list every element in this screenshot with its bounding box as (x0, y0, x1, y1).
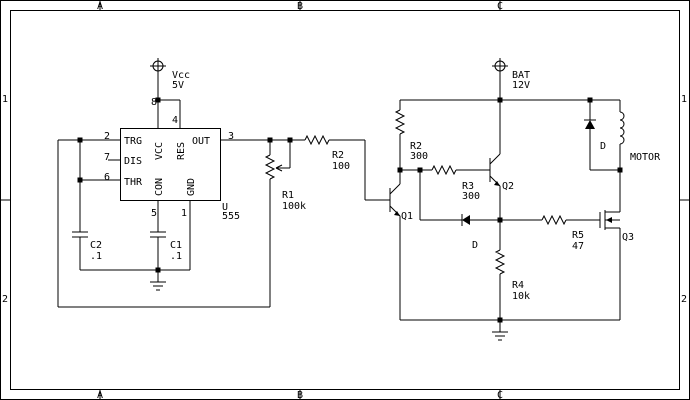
pin-number-out: 3 (228, 131, 234, 142)
pin-label-trg: TRG (124, 136, 142, 147)
column-label-top-b: B (297, 1, 303, 12)
column-label-bottom-a: A (97, 390, 103, 400)
vcc-value: 5V (172, 80, 184, 91)
r2-100-value: 100 (332, 161, 350, 172)
resistor-r3 (431, 164, 490, 176)
vcc-name: Vcc (172, 70, 190, 81)
bat-supply-symbol (492, 58, 508, 100)
pin-label-out: OUT (192, 136, 210, 147)
pin-label-con: CON (154, 178, 165, 196)
pin-label-dis: DIS (124, 156, 142, 167)
supply-rail-top (399, 97, 620, 110)
pin-number-trg: 2 (104, 131, 110, 142)
resistor-r2-300 (394, 109, 406, 170)
transistor-q1 (389, 170, 401, 320)
r1-ref: R1 (282, 190, 294, 201)
pin-number-res: 4 (172, 115, 178, 126)
pin-number-thr: 6 (104, 172, 110, 183)
r2-300-value: 300 (410, 151, 428, 162)
r4-ref: R4 (512, 280, 524, 291)
row-label-right-1: 1 (681, 94, 687, 105)
q2-ref: Q2 (502, 181, 514, 192)
pin-number-con: 5 (151, 208, 157, 219)
q1-ref: Q1 (401, 211, 413, 222)
pin-number-vcc: 8 (151, 97, 157, 108)
timer-left-wiring (57, 137, 270, 308)
pin-label-res: RES (176, 142, 187, 160)
ground-symbol-left (150, 281, 166, 291)
vcc-supply-symbol (150, 58, 181, 128)
resistor-r2-100 (304, 134, 390, 201)
r2-100-ref: R2 (332, 150, 344, 161)
pin-number-dis: 7 (104, 152, 110, 163)
motor-label: MOTOR (630, 152, 661, 163)
ground-rail-right (400, 317, 620, 341)
mosfet-q3 (599, 170, 621, 320)
c1-value: .1 (170, 251, 182, 262)
bat-value: 12V (512, 80, 530, 91)
transistor-q2 (489, 100, 501, 250)
column-label-bottom-b: B (297, 390, 303, 400)
r3-value: 300 (462, 191, 480, 202)
timer-output-wiring (220, 137, 305, 172)
diode-flyback-ref: D (600, 141, 606, 152)
row-label-left-2: 2 (2, 294, 8, 305)
r3-ref: R3 (462, 181, 474, 192)
q3-ref: Q3 (622, 232, 634, 243)
pin-label-thr: THR (124, 177, 143, 188)
resistor-r4 (494, 249, 506, 320)
timer-555-body (120, 128, 221, 201)
r5-ref: R5 (572, 230, 584, 241)
resistor-r5 (500, 214, 600, 226)
c2-ref: C2 (90, 240, 102, 251)
ground-wiring-left (80, 200, 191, 282)
potentiometer-r1 (264, 140, 276, 307)
c2-value: .1 (90, 251, 102, 262)
motor-coil (617, 100, 625, 173)
pin-label-gnd: GND (186, 178, 197, 196)
r1-value: 100k (282, 201, 306, 212)
r4-value: 10k (512, 291, 530, 302)
pin-number-gnd: 1 (181, 208, 187, 219)
pin-label-vcc: VCC (154, 142, 165, 160)
bat-name: BAT (512, 70, 530, 81)
timer-value: 555 (222, 211, 240, 222)
timer-ref: U (222, 202, 228, 213)
diode-bottom (461, 214, 503, 226)
diode-bottom-ref: D (472, 240, 478, 251)
column-label-top-a: A (97, 1, 103, 12)
diode-flyback (584, 100, 620, 171)
column-label-bottom-c: C (497, 390, 503, 400)
row-label-left-1: 1 (2, 94, 8, 105)
row-label-right-2: 2 (681, 294, 687, 305)
c1-ref: C1 (170, 240, 182, 251)
capacitor-c1 (150, 200, 166, 270)
capacitor-c2 (72, 231, 88, 270)
column-label-top-c: C (497, 1, 503, 12)
r5-value: 47 (572, 241, 584, 252)
r2-300-ref: R2 (410, 141, 422, 152)
